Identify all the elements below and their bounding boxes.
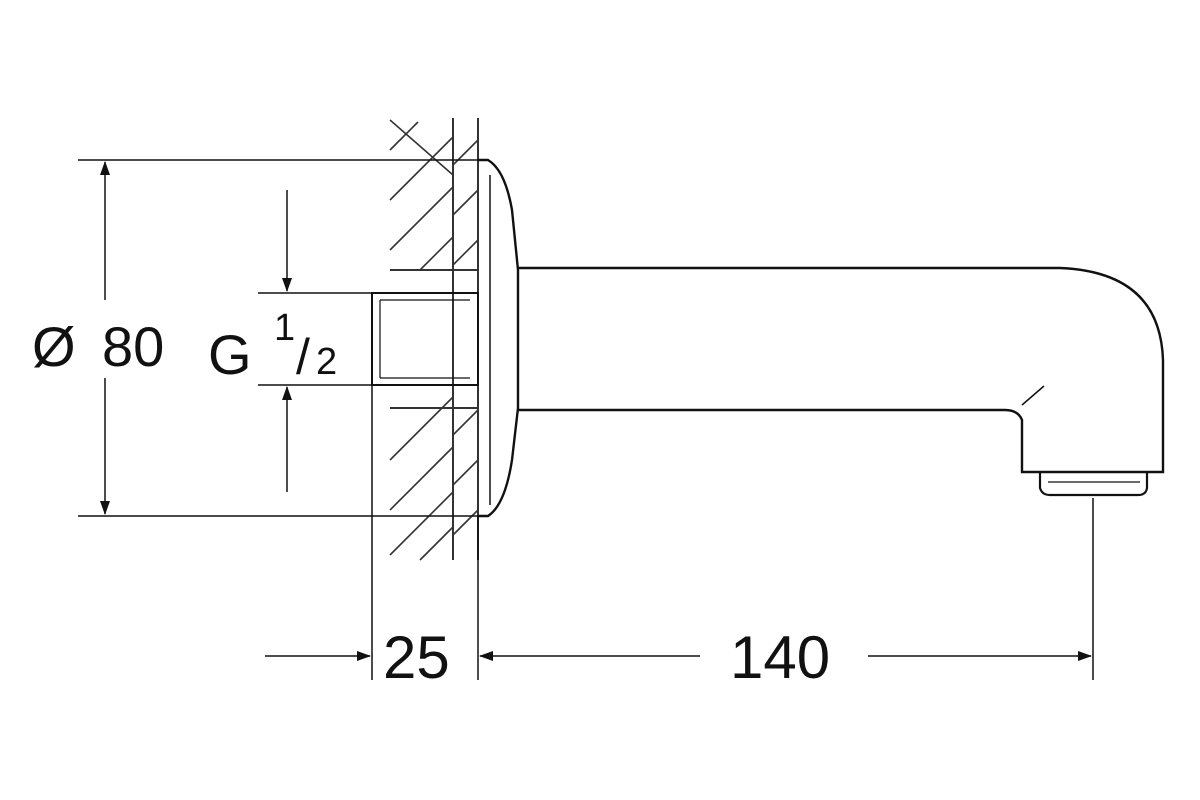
horizontal-dimensions <box>265 385 1094 680</box>
diameter-value-label: 80 <box>102 315 164 378</box>
spout-bend-line <box>1021 385 1045 406</box>
thread-connector <box>371 292 479 386</box>
thread-numerator: 1 <box>274 307 295 349</box>
dim-projection-label: 140 <box>730 624 830 691</box>
thread-denominator: 2 <box>316 341 337 383</box>
thread-slash: / <box>296 329 310 385</box>
wall-section <box>389 118 479 561</box>
spout-aerator <box>1038 472 1149 497</box>
wall-hatch-upper <box>389 119 479 271</box>
thread-label: G <box>208 323 252 386</box>
diameter-dimension <box>78 159 478 517</box>
dim-wall-label: 25 <box>383 624 450 691</box>
spout-body <box>518 266 1165 474</box>
diameter-symbol: Ø <box>32 315 76 378</box>
wall-hatch-lower <box>389 396 479 561</box>
rosette-flange <box>478 158 520 518</box>
thread-dimension <box>258 190 372 492</box>
